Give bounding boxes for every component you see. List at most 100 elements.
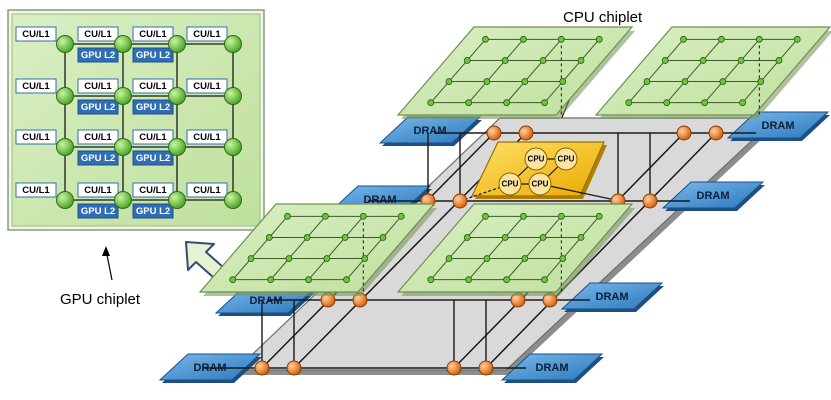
dram-stack-lower-left-label: DRAM (250, 295, 283, 307)
cu-l1-box (15, 182, 57, 198)
chiplet-node (483, 78, 491, 85)
interposer-router (676, 125, 692, 141)
chiplet-mesh-line (704, 38, 760, 104)
gpu-l2-label: GPU L2 (136, 153, 170, 164)
gpu-chiplet-front-left-die (198, 203, 436, 293)
chiplet-node (501, 57, 509, 64)
cu-l1-label: CU/L1 (193, 185, 221, 196)
chiplet-node (445, 78, 453, 85)
cu-l1-label: CU/L1 (84, 29, 112, 40)
gpu-chiplet-back-right-die (594, 26, 831, 116)
chiplet-mesh-line (742, 38, 798, 104)
gpu-l2-label: GPU L2 (136, 102, 170, 113)
chiplet-node (757, 78, 765, 85)
chiplet-mesh-line (506, 215, 562, 281)
inset-router-node (114, 87, 132, 105)
gpu-l2-label: GPU L2 (81, 50, 115, 61)
inset-router-node (168, 35, 186, 53)
cpu-core (528, 172, 552, 196)
inset-router-node (168, 191, 186, 209)
gpu-chiplet-caption: GPU chiplet (60, 291, 141, 308)
cu-l1-box (77, 129, 119, 145)
chiplet-node (595, 212, 603, 220)
chiplet-node (701, 99, 708, 107)
chiplet-node (265, 234, 273, 241)
interposer-router (452, 193, 468, 209)
interposer-router (486, 125, 502, 141)
chiplet-node (379, 234, 387, 241)
chiplet-node (559, 78, 567, 85)
chiplet-node (520, 212, 527, 220)
cu-l1-label: CU/L1 (193, 81, 221, 92)
gpu-l2-label: GPU L2 (136, 50, 170, 61)
chiplet-node (503, 276, 511, 284)
gpu-l2-box (132, 99, 174, 115)
chiplet-node (737, 57, 745, 64)
gpu-chiplet-front-left (198, 203, 437, 296)
cu-l1-label: CU/L1 (139, 132, 167, 143)
chiplet-node (661, 57, 669, 64)
inset-router-node (224, 35, 242, 53)
chiplet-node (541, 276, 548, 284)
chiplet-node (539, 234, 547, 241)
gpu-chiplet-front-right (396, 203, 635, 296)
gpu-chiplet-back-left (396, 26, 635, 119)
gpu-chiplet-pointer-head (102, 246, 110, 256)
chiplet-node (267, 276, 275, 284)
cu-l1-label: CU/L1 (139, 29, 167, 40)
dram-stack-mid-left-label: DRAM (364, 194, 397, 206)
chiplet-node (321, 212, 329, 220)
cu-l1-label: CU/L1 (22, 29, 50, 40)
chiplet-node (557, 212, 565, 220)
chiplet-mesh-line (430, 38, 486, 104)
chiplet-node (397, 212, 405, 220)
inset-mesh-lines (64, 43, 234, 201)
chiplet-node (482, 35, 489, 43)
cu-l1-label: CU/L1 (139, 185, 167, 196)
chiplet-node (699, 57, 707, 64)
gpu-chiplet-front-right-die (396, 203, 634, 293)
inset-router-node (56, 191, 74, 209)
inset-router-node (114, 138, 132, 156)
cu-l1-label: CU/L1 (22, 132, 50, 143)
cu-l1-label: CU/L1 (139, 81, 167, 92)
gpu-l2-label: GPU L2 (81, 102, 115, 113)
chiplet-mesh-line (468, 38, 524, 104)
chiplet-node (247, 255, 255, 262)
chiplet-node (625, 99, 633, 107)
chiplet-mesh-line (628, 38, 684, 104)
dram-stack-lower-right-label: DRAM (596, 291, 629, 303)
inset-router-node (56, 138, 74, 156)
chiplet-node (521, 255, 529, 262)
chiplet-node (501, 234, 509, 241)
chiplet-node (463, 234, 471, 241)
chiplet-node (285, 255, 293, 262)
chiplet-node (343, 276, 350, 284)
chiplet-node (520, 35, 527, 43)
cu-l1-box (132, 182, 174, 198)
chiplet-node (680, 35, 687, 43)
chiplet-vertical-links (261, 133, 651, 368)
chiplet-mesh-line (468, 215, 524, 281)
inset-router-node (56, 35, 74, 53)
inset-router-node (56, 87, 74, 105)
chiplet-node (793, 35, 801, 43)
chiplet-node (559, 255, 567, 262)
gpu-chiplet-back-left-die (396, 26, 634, 116)
chiplet-node (539, 57, 547, 64)
inset-router-node (114, 191, 132, 209)
interposer-router (478, 360, 494, 376)
chiplet-node (482, 212, 489, 220)
cpu-core (524, 147, 548, 171)
chiplet-node (229, 276, 237, 284)
inset-router-node (168, 138, 186, 156)
cu-l1-box (77, 26, 119, 42)
cu-l1-box (15, 129, 57, 145)
mesh-rail-diagonal (485, 132, 717, 369)
cu-l1-box (77, 78, 119, 94)
inset-router-node (168, 87, 186, 105)
gpu-l2-box (132, 150, 174, 166)
